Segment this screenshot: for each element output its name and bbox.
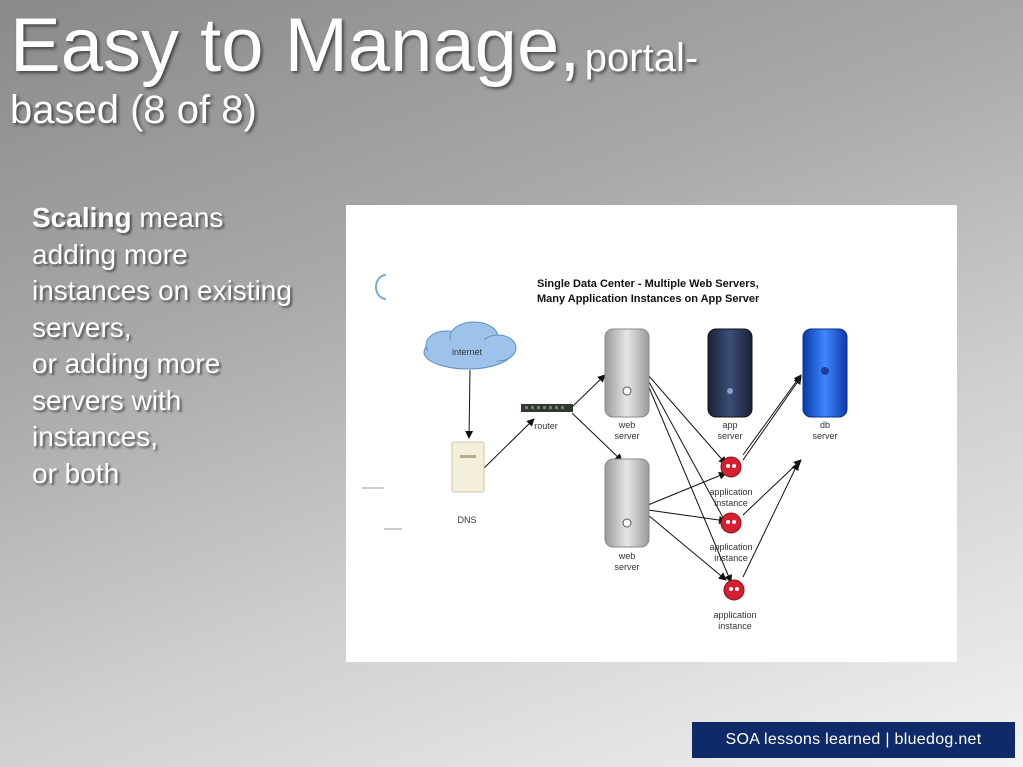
internet-label: internet	[452, 347, 483, 357]
body-line-7: instances,	[32, 421, 159, 452]
application-instance-3-icon	[723, 579, 745, 601]
db-server-label-a: db	[820, 420, 830, 430]
diagram-panel: Single Data Center - Multiple Web Server…	[346, 205, 957, 662]
body-line-4: servers,	[32, 311, 132, 343]
web-server-2-icon	[604, 458, 650, 548]
slide-title: Easy to Manage, portal- based (8 of 8)	[10, 8, 910, 132]
instance-2-label-b: instance	[714, 553, 748, 563]
body-line-3: instances on existing	[32, 275, 292, 306]
router-icon	[521, 404, 573, 412]
footer-text: SOA lessons learned | bluedog.net	[725, 731, 982, 748]
db-server-label-b: server	[812, 431, 837, 441]
body-line-6: servers with	[32, 384, 182, 416]
app-server-label-a: app	[722, 420, 737, 430]
instance-2-label-a: application	[709, 542, 752, 552]
dns-icon	[451, 441, 485, 493]
body-line-8: or both	[32, 457, 120, 489]
diagram-title-line-2: Many Application Instances on App Server	[537, 293, 760, 305]
architecture-diagram: Single Data Center - Multiple Web Server…	[362, 274, 848, 631]
body-line-1-rest: means	[131, 202, 224, 233]
connection-arrows	[465, 369, 802, 583]
title-main: Easy to Manage,	[10, 3, 581, 88]
instance-1-label-a: application	[709, 487, 752, 497]
web-server-1-label-a: web	[618, 420, 636, 430]
web-server-2-label-a: web	[618, 551, 636, 561]
body-line-5: or adding more	[32, 348, 221, 379]
web-server-2-label-b: server	[614, 562, 639, 572]
diagram-title-line-1: Single Data Center - Multiple Web Server…	[537, 278, 759, 290]
partial-arc-mark	[375, 274, 387, 300]
body-bold-word: Scaling	[32, 202, 132, 233]
dns-label: DNS	[457, 515, 476, 525]
body-line-1: Scaling means	[32, 200, 332, 237]
web-server-1-icon	[604, 328, 650, 418]
app-db-arrow	[742, 376, 802, 461]
body-text: Scaling means adding more instances on e…	[32, 200, 332, 492]
internet-cloud-icon	[423, 321, 517, 370]
router-ports-icon	[525, 406, 564, 409]
instance-3-label-b: instance	[718, 621, 752, 631]
application-instance-1-icon	[720, 456, 742, 478]
dns-slot-icon	[460, 455, 476, 458]
application-instance-2-icon	[720, 512, 742, 534]
title-tail: portal-	[584, 36, 699, 80]
web-server-1-label-b: server	[614, 431, 639, 441]
app-server-label-b: server	[717, 431, 742, 441]
router-label: router	[534, 421, 558, 431]
body-line-2: adding more	[32, 238, 188, 270]
db-server-icon	[802, 328, 848, 418]
title-line-2: based (8 of 8)	[10, 88, 257, 132]
footer-banner: SOA lessons learned | bluedog.net	[692, 722, 1015, 758]
instance-1-label-b: instance	[714, 498, 748, 508]
instance-3-label-a: application	[713, 610, 756, 620]
app-server-icon	[707, 328, 753, 418]
